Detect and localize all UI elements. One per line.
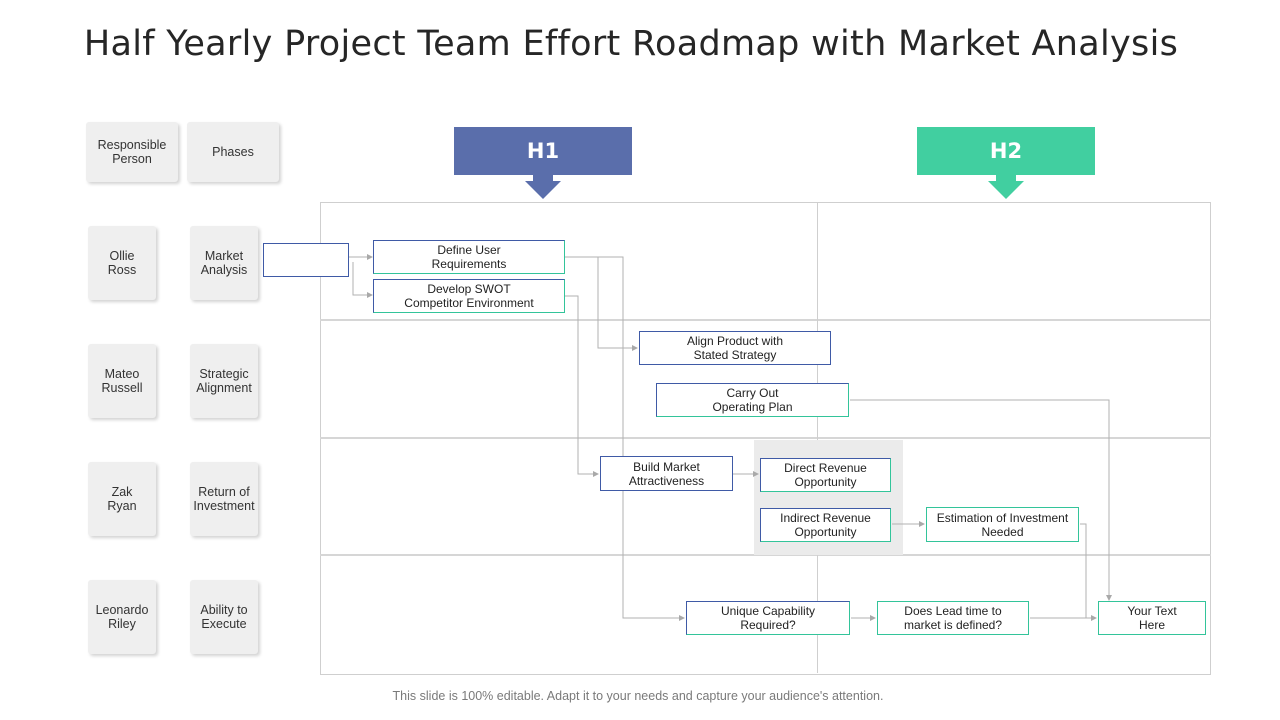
- person-card: Ollie Ross: [88, 226, 156, 300]
- half-1-arrow-stem: [533, 175, 553, 181]
- lead-time-step: Does Lead time to market is defined?: [877, 601, 1029, 635]
- half-divider: [817, 202, 818, 673]
- person-card: Mateo Russell: [88, 344, 156, 418]
- start-placeholder-box: [263, 243, 349, 277]
- phase-card: Market Analysis: [190, 226, 258, 300]
- unique-capability-step: Unique Capability Required?: [686, 601, 850, 635]
- phase-card: Strategic Alignment: [190, 344, 258, 418]
- half-2-arrow-stem: [996, 175, 1016, 181]
- row-divider: [320, 554, 1211, 556]
- half-2-arrow: [988, 181, 1024, 199]
- phase-card: Ability to Execute: [190, 580, 258, 654]
- half-1-arrow: [525, 181, 561, 199]
- person-card: Leonardo Riley: [88, 580, 156, 654]
- footer-note: This slide is 100% editable. Adapt it to…: [392, 689, 884, 703]
- slide-title: Half Yearly Project Team Effort Roadmap …: [83, 24, 1179, 64]
- phase-card: Return of Investment: [190, 462, 258, 536]
- row-divider: [320, 437, 1211, 439]
- define-user-requirements-step: Define User Requirements: [373, 240, 565, 274]
- indirect-revenue-step: Indirect Revenue Opportunity: [760, 508, 891, 542]
- responsible-person-header: Responsible Person: [86, 122, 178, 182]
- row-divider: [320, 319, 1211, 321]
- carry-out-operating-plan-step: Carry Out Operating Plan: [656, 383, 849, 417]
- develop-swot-step: Develop SWOT Competitor Environment: [373, 279, 565, 313]
- half-2-header: H2: [917, 127, 1095, 175]
- estimation-of-investment-step: Estimation of Investment Needed: [926, 507, 1079, 542]
- build-market-attractiveness-step: Build Market Attractiveness: [600, 456, 733, 491]
- person-card: Zak Ryan: [88, 462, 156, 536]
- half-1-header: H1: [454, 127, 632, 175]
- your-text-here-step: Your Text Here: [1098, 601, 1206, 635]
- align-product-step: Align Product with Stated Strategy: [639, 331, 831, 365]
- direct-revenue-step: Direct Revenue Opportunity: [760, 458, 891, 492]
- phases-header: Phases: [187, 122, 279, 182]
